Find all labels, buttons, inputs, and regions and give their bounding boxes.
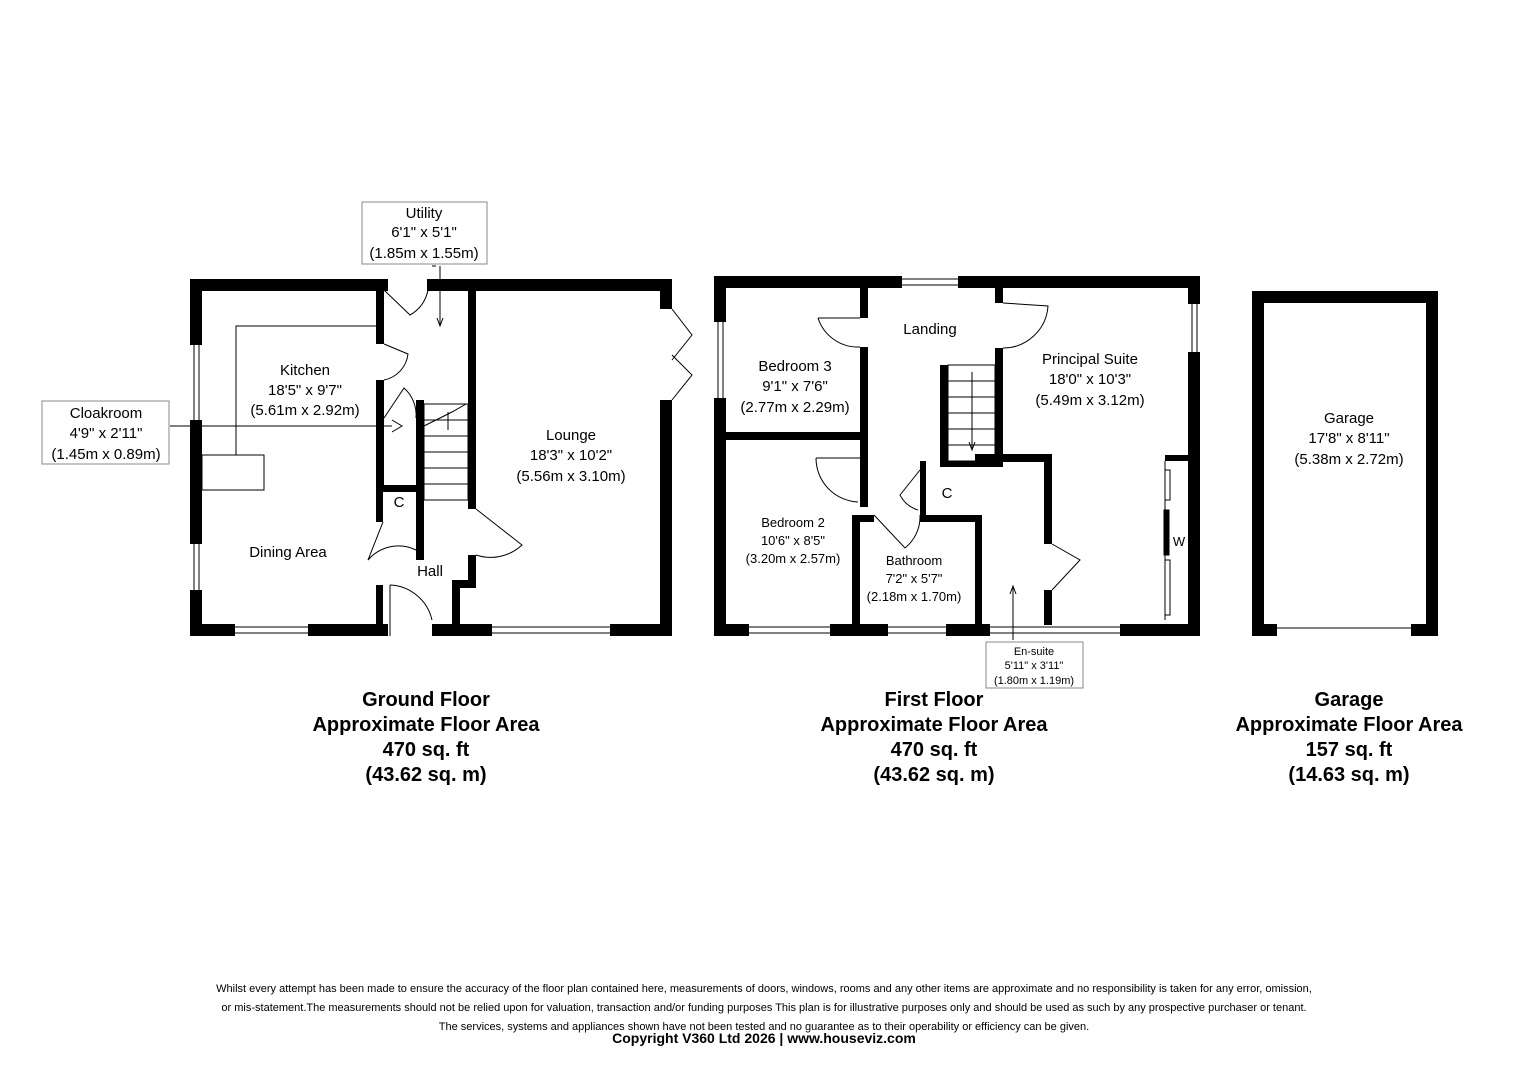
bedroom2-imperial-size: 10'6" x 8'5": [761, 533, 825, 548]
lounge-imperial-size: 18'3" x 10'2": [530, 447, 612, 464]
first-floor-name: First Floor: [884, 689, 984, 711]
ground-floor-area-sqft: 470 sq. ft: [382, 739, 470, 761]
principal-suite-metric-size: (5.49m x 3.12m): [1035, 392, 1144, 409]
kitchen-imperial-size: 18'5" x 9'7": [268, 382, 342, 399]
first-floor-area-label: Approximate Floor Area: [820, 714, 1048, 736]
ground-floor-area-label: Approximate Floor Area: [312, 714, 540, 736]
ground-floor-walls: [190, 279, 672, 636]
first-floor-doors: [815, 302, 1171, 620]
utility-metric-size: (1.85m x 1.55m): [369, 245, 478, 262]
copyright-notice: Copyright V360 Ltd 2026 | www.houseviz.c…: [612, 1030, 916, 1046]
first-floor-plan: Landing Bedroom 3 9'1" x 7'6" (2.77m x 2…: [714, 276, 1200, 689]
ground-floor-area-sqm: (43.62 sq. m): [365, 764, 487, 786]
disclaimer: Whilst every attempt has been made to en…: [20, 980, 1508, 1037]
disclaimer-line: The services, systems and appliances sho…: [438, 1021, 1090, 1033]
ground-floor-summary: Ground Floor Approximate Floor Area 470 …: [276, 688, 576, 788]
garage-metric-size: (5.38m x 2.72m): [1294, 451, 1403, 468]
floor-plan-drawing: Utility 6'1" x 5'1" (1.85m x 1.55m) Cloa…: [41, 201, 1438, 689]
cloakroom-label-box: [41, 400, 170, 465]
principal-suite-name: Principal Suite: [1042, 351, 1138, 368]
ground-cupboard-label: C: [394, 494, 405, 511]
first-floor-area-sqm: (43.62 sq. m): [873, 764, 995, 786]
garage-area-sqm: (14.63 sq. m): [1288, 764, 1410, 786]
bathroom-imperial-size: 7'2" x 5'7": [886, 571, 943, 586]
utility-room-name: Utility: [406, 205, 443, 222]
first-cupboard-label: C: [942, 485, 953, 502]
ground-floor-plan: Utility 6'1" x 5'1" (1.85m x 1.55m) Cloa…: [41, 201, 693, 636]
cloakroom-metric-size: (1.45m x 0.89m): [51, 446, 160, 463]
bathroom-metric-size: (2.18m x 1.70m): [867, 589, 962, 604]
cloakroom-room-name: Cloakroom: [70, 405, 143, 422]
first-floor-walls: [714, 276, 1200, 636]
garage-area-sqft: 157 sq. ft: [1305, 739, 1393, 761]
utility-label-box: [361, 201, 488, 265]
ground-floor-fixtures: [170, 265, 469, 501]
bedroom3-room-name: Bedroom 3: [758, 358, 831, 375]
garage-imperial-size: 17'8" x 8'11": [1308, 430, 1389, 447]
garage-plan: Garage 17'8" x 8'11" (5.38m x 2.72m): [1252, 291, 1438, 636]
ensuite-metric-size: (1.80m x 1.19m): [994, 675, 1074, 687]
dining-area-name: Dining Area: [249, 544, 327, 561]
first-floor-stairs: [947, 364, 1017, 640]
bedroom3-imperial-size: 9'1" x 7'6": [762, 378, 828, 395]
first-floor-windows: [717, 278, 1198, 634]
ensuite-label-box: [985, 641, 1084, 689]
principal-suite-imperial-size: 18'0" x 10'3": [1049, 371, 1131, 388]
disclaimer-line: Whilst every attempt has been made to en…: [216, 983, 1312, 995]
bedroom2-room-name: Bedroom 2: [761, 515, 825, 530]
garage-walls: [1252, 291, 1438, 636]
garage-room-name: Garage: [1324, 410, 1374, 427]
disclaimer-line: or mis-statement.The measurements should…: [221, 1002, 1307, 1014]
kitchen-room-name: Kitchen: [280, 362, 330, 379]
cloakroom-imperial-size: 4'9" x 2'11": [70, 425, 143, 442]
ground-floor-windows: [193, 345, 610, 634]
bathroom-room-name: Bathroom: [886, 553, 942, 568]
first-floor-area-sqft: 470 sq. ft: [890, 739, 978, 761]
first-floor-summary: First Floor Approximate Floor Area 470 s…: [784, 688, 1084, 788]
ensuite-imperial-size: 5'11" x 3'11": [1005, 660, 1064, 672]
lounge-room-name: Lounge: [546, 427, 596, 444]
ground-floor-doors: [367, 289, 693, 636]
kitchen-metric-size: (5.61m x 2.92m): [250, 402, 359, 419]
garage-floor-name: Garage: [1314, 689, 1384, 711]
utility-imperial-size: 6'1" x 5'1": [391, 224, 457, 241]
garage-summary: Garage Approximate Floor Area 157 sq. ft…: [1199, 688, 1499, 788]
ground-floor-name: Ground Floor: [362, 689, 490, 711]
hall-name: Hall: [417, 563, 443, 580]
garage-area-label: Approximate Floor Area: [1235, 714, 1463, 736]
bedroom3-metric-size: (2.77m x 2.29m): [740, 399, 849, 416]
bedroom2-metric-size: (3.20m x 2.57m): [746, 551, 841, 566]
landing-name: Landing: [903, 321, 956, 338]
lounge-metric-size: (5.56m x 3.10m): [516, 468, 625, 485]
ensuite-room-name: En-suite: [1014, 646, 1054, 658]
wardrobe-label: W: [1173, 534, 1186, 549]
